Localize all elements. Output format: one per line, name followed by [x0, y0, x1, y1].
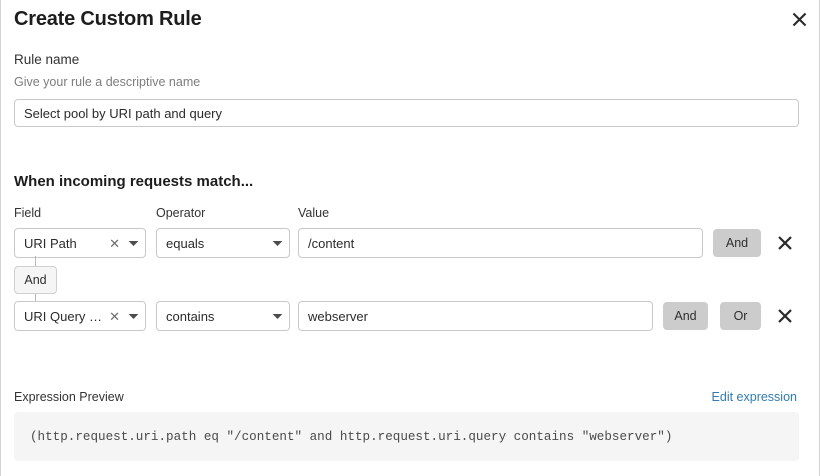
rule-name-sublabel: Give your rule a descriptive name: [14, 75, 201, 89]
column-header-operator: Operator: [156, 206, 206, 220]
field-select-row-2[interactable]: URI Query St... ✕: [14, 301, 146, 331]
field-select-value-row-2: URI Query St...: [24, 308, 109, 324]
clear-icon[interactable]: ✕: [109, 235, 120, 251]
column-header-value: Value: [298, 206, 330, 220]
field-select-row-1[interactable]: URI Path ✕: [14, 228, 146, 258]
conditions-heading: When incoming requests match...: [14, 173, 254, 190]
expression-preview-text: (http.request.uri.path eq "/content" and…: [30, 429, 673, 444]
delete-icon[interactable]: [775, 232, 795, 254]
expression-preview-box: (http.request.uri.path eq "/content" and…: [14, 412, 799, 461]
chevron-down-icon: [272, 313, 283, 319]
delete-icon[interactable]: [775, 305, 795, 327]
condition-row: URI Path ✕ equals And: [1, 228, 819, 258]
condition-connector: And: [1, 256, 161, 304]
rule-name-input[interactable]: [14, 99, 799, 127]
delete-icon-glyph: [778, 309, 792, 323]
chevron-down-icon: [128, 240, 139, 246]
chevron-down-icon: [272, 240, 283, 246]
chevron-down-icon: [128, 313, 139, 319]
and-button-row-1[interactable]: And: [713, 229, 761, 257]
operator-select-row-2[interactable]: contains: [156, 301, 290, 331]
close-icon-glyph: [792, 12, 806, 26]
operator-select-value-row-2: contains: [166, 308, 215, 324]
connector-and-badge[interactable]: And: [14, 266, 57, 294]
close-icon[interactable]: [787, 7, 811, 31]
connector-line-bottom: [35, 294, 36, 303]
value-input-row-2[interactable]: [298, 301, 653, 331]
rule-name-label: Rule name: [14, 52, 80, 67]
or-button-row-2[interactable]: Or: [720, 302, 761, 330]
dialog-title: Create Custom Rule: [14, 8, 202, 30]
edit-expression-link[interactable]: Edit expression: [711, 390, 797, 404]
value-input-row-1[interactable]: [298, 228, 703, 258]
condition-row: URI Query St... ✕ contains And Or: [1, 301, 819, 331]
delete-icon-glyph: [778, 236, 792, 250]
clear-icon[interactable]: ✕: [109, 308, 120, 324]
operator-select-value-row-1: equals: [166, 235, 205, 251]
connector-line-top: [35, 256, 36, 266]
operator-select-row-1[interactable]: equals: [156, 228, 290, 258]
expression-preview-label: Expression Preview: [14, 390, 124, 404]
field-select-value-row-1: URI Path: [24, 235, 77, 251]
and-button-row-2[interactable]: And: [663, 302, 708, 330]
column-header-field: Field: [14, 206, 42, 220]
